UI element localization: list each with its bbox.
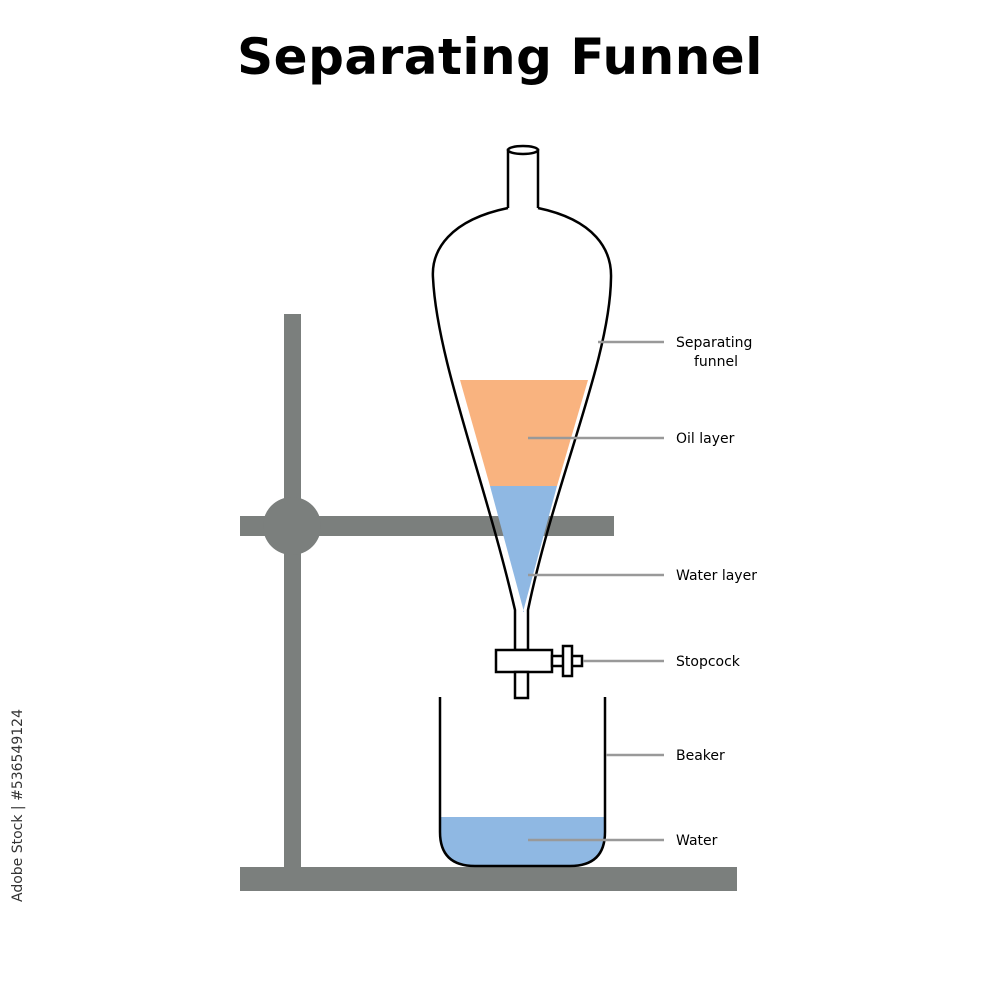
stand-rod xyxy=(284,314,301,879)
leader-lines xyxy=(528,340,664,842)
label-beaker: Beaker xyxy=(676,748,725,764)
boss-clamp xyxy=(263,497,321,555)
label-water-layer: Water layer xyxy=(676,568,757,584)
diagram-labels: Separating funnel Oil layer Water layer … xyxy=(676,335,757,849)
beaker-outline xyxy=(438,697,607,868)
funnel-neck-opening xyxy=(506,144,540,156)
stock-id-watermark: Adobe Stock | #536549124 xyxy=(8,709,28,902)
stock-id-text: Adobe Stock | #536549124 xyxy=(10,709,26,902)
page-title: Separating Funnel xyxy=(237,28,763,86)
stopcock-handle xyxy=(561,644,574,678)
funnel-contents xyxy=(460,380,588,612)
stopcock-body xyxy=(494,648,554,674)
label-oil-layer: Oil layer xyxy=(676,431,735,447)
outlet-tube xyxy=(513,670,530,700)
water-layer xyxy=(490,486,557,612)
oil-layer xyxy=(460,380,588,486)
funnel-neck xyxy=(506,148,540,208)
label-separating-funnel-2: funnel xyxy=(694,354,738,370)
label-stopcock: Stopcock xyxy=(676,654,741,670)
beaker-water xyxy=(440,817,605,866)
label-water: Water xyxy=(676,833,718,849)
beaker xyxy=(438,697,607,868)
stand-base xyxy=(240,867,737,891)
stopcock-valve xyxy=(494,644,584,700)
label-separating-funnel-1: Separating xyxy=(676,335,752,351)
